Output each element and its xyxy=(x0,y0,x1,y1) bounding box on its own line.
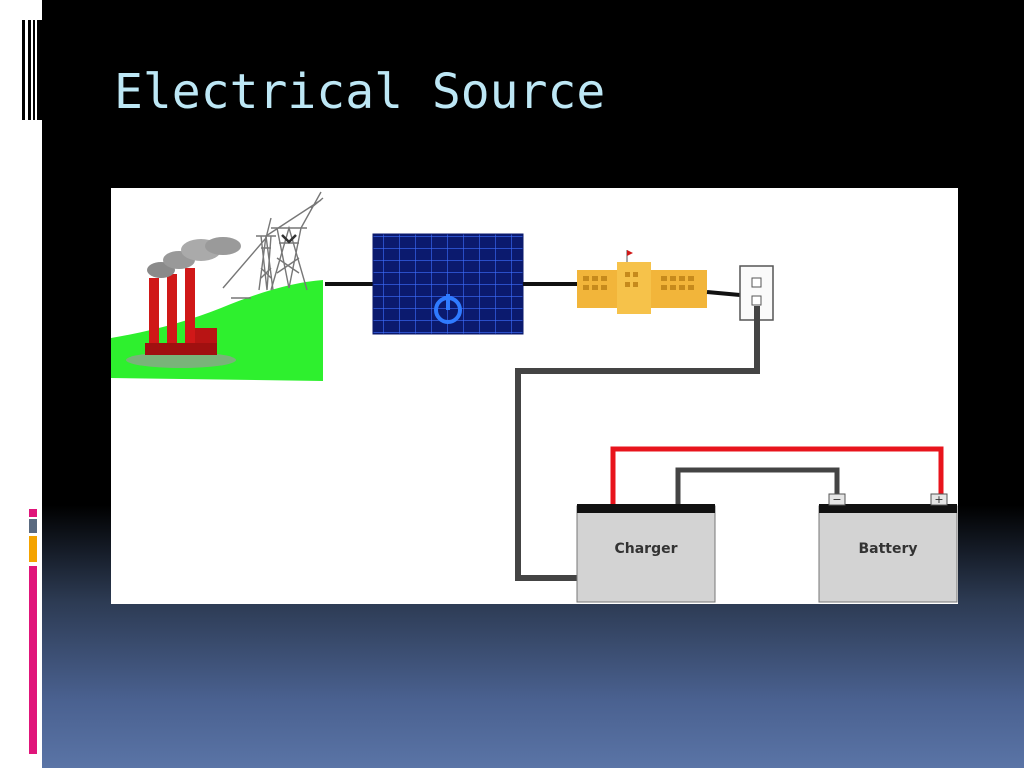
electrical-source-diagram: Charger − + Battery xyxy=(111,191,958,603)
positive-terminal-sign: + xyxy=(934,493,943,506)
accent-pink-long xyxy=(29,566,37,754)
charger-label: Charger xyxy=(614,541,677,557)
diagram-panel: Charger − + Battery xyxy=(111,188,958,604)
negative-wire xyxy=(675,467,840,504)
charger-power-cable xyxy=(515,306,760,581)
accent-slate xyxy=(29,519,37,533)
building-icon xyxy=(577,250,707,314)
positive-terminal xyxy=(930,493,948,506)
battery-label: Battery xyxy=(858,541,917,557)
negative-terminal-sign: − xyxy=(832,493,841,506)
power-grid-icon xyxy=(372,233,524,335)
charger-box: Charger xyxy=(576,504,716,603)
transmission-tower-icon xyxy=(222,191,324,299)
accent-pink-small xyxy=(29,509,37,517)
positive-wire xyxy=(610,446,944,504)
slide-title: Electrical Source xyxy=(114,64,606,120)
power-plant-icon xyxy=(111,237,323,381)
accent-orange xyxy=(29,536,37,562)
decorative-stripes xyxy=(20,20,42,120)
negative-terminal xyxy=(828,493,846,506)
battery-box: − + Battery xyxy=(818,493,958,603)
